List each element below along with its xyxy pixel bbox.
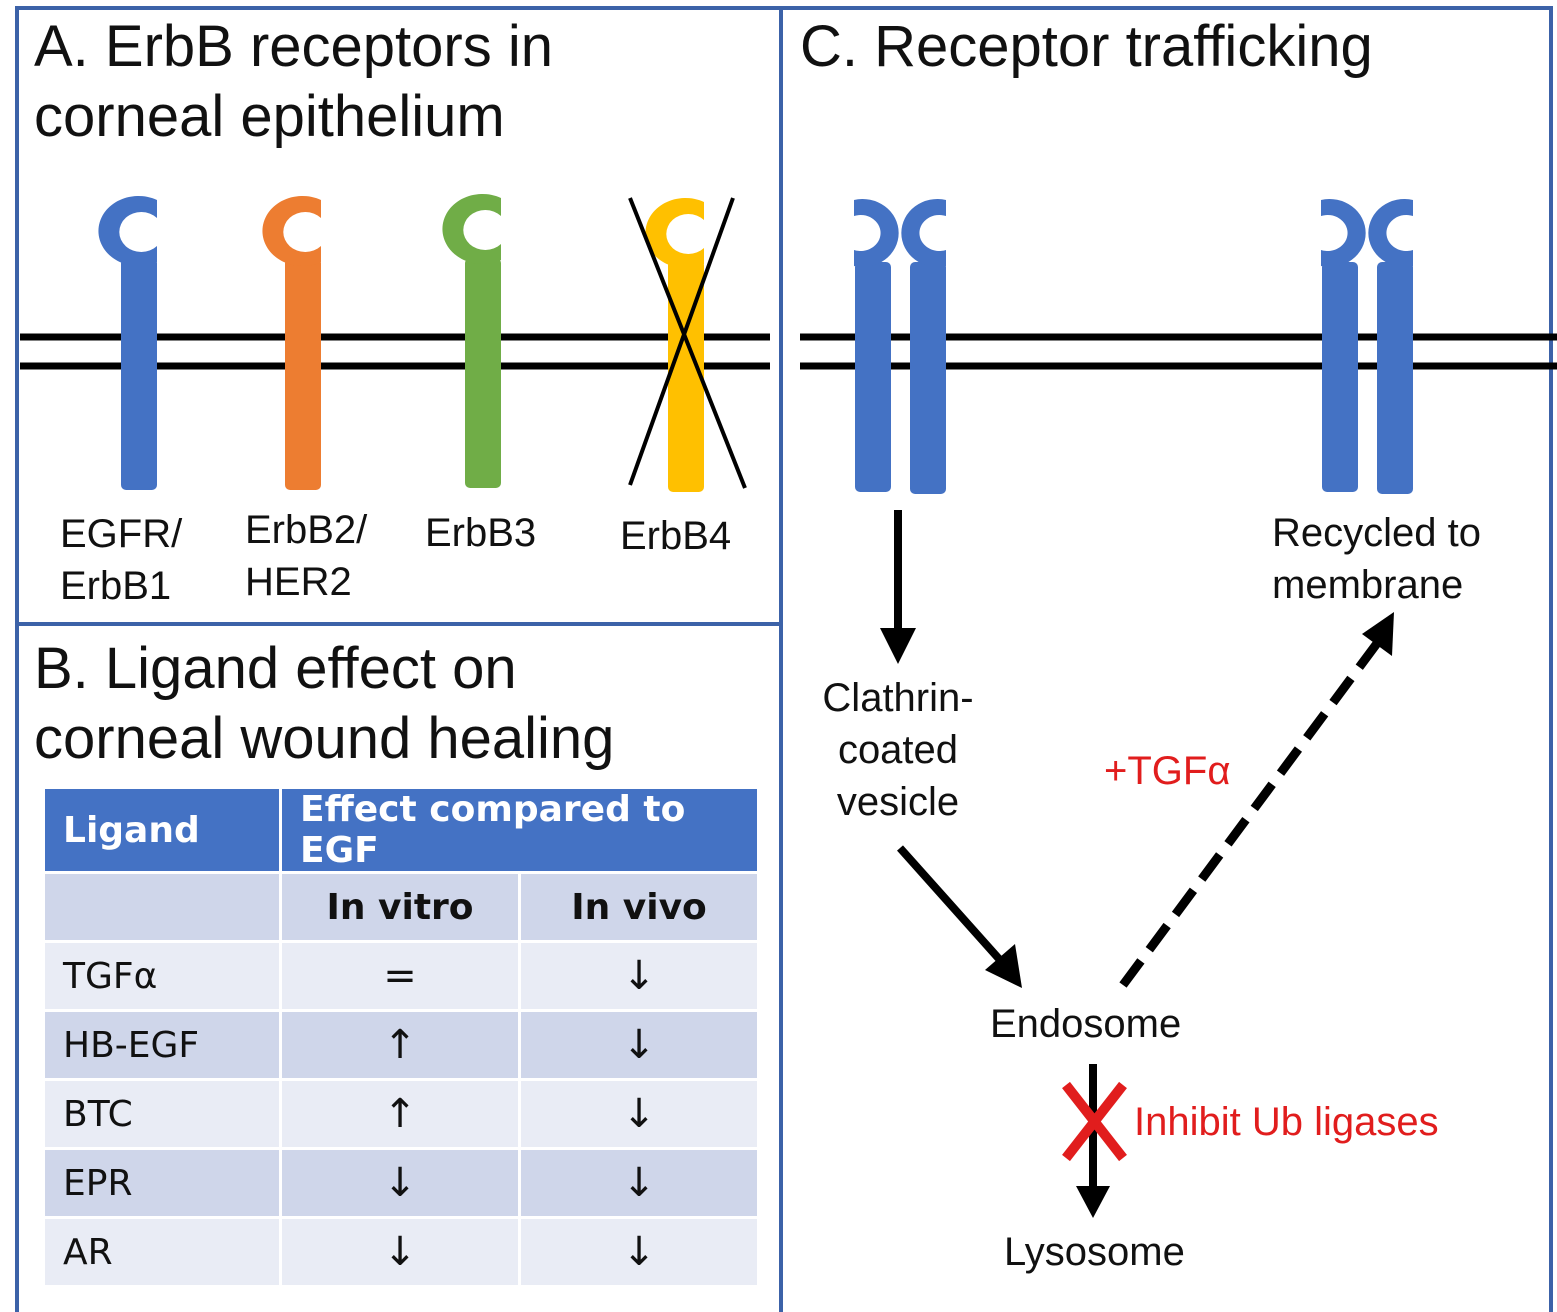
receptor-dimer-left-icon xyxy=(854,199,946,494)
subheader-in-vivo: In vivo xyxy=(518,871,760,943)
receptor-erbb3-icon xyxy=(442,194,501,488)
subheader-in-vitro: In vitro xyxy=(279,871,521,943)
red-x-inhibit-icon xyxy=(1062,1081,1127,1162)
label-inhibit-ub-ligases: Inhibit Ub ligases xyxy=(1134,1100,1439,1144)
ligand-name: TGFα xyxy=(42,940,282,1012)
cross-out-icon xyxy=(628,197,747,489)
panel-c xyxy=(779,6,1553,1312)
receptor-dimer-right-icon xyxy=(1321,199,1413,494)
table-row: AR ↓ ↓ xyxy=(42,1216,760,1288)
table-row: TGFα = ↓ xyxy=(42,940,760,1012)
in-vitro-effect: ↓ xyxy=(279,1147,521,1219)
ligand-name: BTC xyxy=(42,1078,282,1150)
label-clathrin-vesicle: Clathrin- coated vesicle xyxy=(822,676,974,824)
in-vitro-effect: ↑ xyxy=(279,1009,521,1081)
in-vivo-effect: ↓ xyxy=(518,1078,760,1150)
panel-b-title: B. Ligand effect on corneal wound healin… xyxy=(34,636,615,771)
in-vitro-effect: ↓ xyxy=(279,1216,521,1288)
panel-a-title: A. ErbB receptors in corneal epithelium xyxy=(34,14,553,149)
table-row: EPR ↓ ↓ xyxy=(42,1147,760,1219)
panel-c-title: C. Receptor trafficking xyxy=(800,14,1373,79)
label-erbb2: ErbB2/ HER2 xyxy=(245,508,368,604)
in-vivo-effect: ↓ xyxy=(518,1147,760,1219)
receptor-egfr-icon xyxy=(98,196,157,490)
arrow-recycling-dashed-icon xyxy=(1119,612,1394,988)
table-row: HB-EGF ↑ ↓ xyxy=(42,1009,760,1081)
ligand-name: HB-EGF xyxy=(42,1009,282,1081)
header-effect: Effect compared to EGF xyxy=(279,786,760,874)
label-lysosome: Lysosome xyxy=(1004,1230,1185,1274)
table-row: BTC ↑ ↓ xyxy=(42,1078,760,1150)
receptor-erbb4-icon xyxy=(645,197,704,492)
ligand-table: Ligand Effect compared to EGF In vitro I… xyxy=(42,786,760,1288)
receptor-erbb2-icon xyxy=(262,196,321,490)
subheader-empty xyxy=(42,871,282,943)
header-ligand: Ligand xyxy=(42,786,282,874)
in-vivo-effect: ↓ xyxy=(518,1216,760,1288)
label-erbb4: ErbB4 xyxy=(620,514,732,558)
ligand-name: AR xyxy=(42,1216,282,1288)
ligand-name: EPR xyxy=(42,1147,282,1219)
arrow-to-endosome-icon xyxy=(897,845,1022,988)
label-egfr: EGFR/ ErbB1 xyxy=(60,512,183,608)
label-recycled: Recycled to membrane xyxy=(1272,511,1481,607)
label-endosome: Endosome xyxy=(990,1002,1182,1046)
in-vitro-effect: ↑ xyxy=(279,1078,521,1150)
in-vivo-effect: ↓ xyxy=(518,1009,760,1081)
label-tgfa: +TGFα xyxy=(1104,749,1231,793)
arrow-internalization-icon xyxy=(880,510,916,664)
in-vitro-effect: = xyxy=(279,940,521,1012)
table-subheader-row: In vitro In vivo xyxy=(42,871,760,943)
label-erbb3: ErbB3 xyxy=(425,511,537,555)
table-header-row: Ligand Effect compared to EGF xyxy=(42,786,760,874)
in-vivo-effect: ↓ xyxy=(518,940,760,1012)
